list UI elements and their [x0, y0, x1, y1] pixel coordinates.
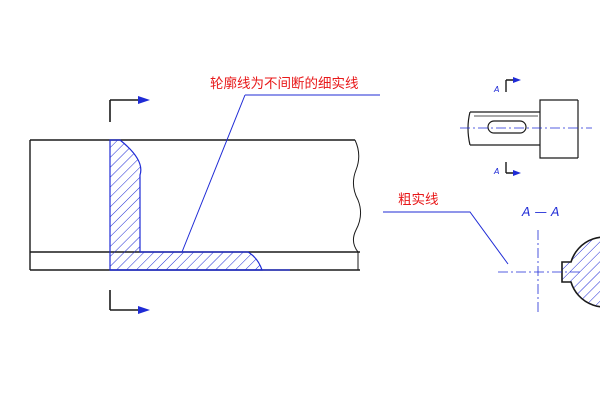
section-circle	[561, 236, 600, 308]
thin-line-leader	[181, 94, 380, 253]
thin-line-label: 轮廓线为不间断的细实线	[210, 75, 359, 92]
small-view: A A	[460, 77, 592, 176]
main-view	[29, 96, 362, 314]
small-cut-bottom	[505, 162, 513, 174]
small-shaft	[467, 99, 579, 159]
cut-arrow-bottom	[138, 306, 150, 314]
section-view	[498, 230, 600, 314]
small-cut-arrow-bottom	[513, 170, 521, 176]
cut-arrow-top	[138, 96, 150, 104]
cut-marker-bottom	[109, 290, 138, 311]
thick-line-leader	[383, 211, 509, 265]
keyway-slot	[487, 120, 527, 134]
cut-marker-top	[109, 99, 138, 122]
small-cut-arrow-top	[513, 77, 521, 83]
small-cut-top	[505, 79, 513, 92]
thick-line-label: 粗实线	[398, 192, 439, 208]
marker-top: A	[493, 85, 499, 94]
shaft-outline	[29, 139, 360, 271]
section-title: A — A	[521, 204, 560, 219]
break-line	[352, 139, 362, 270]
hatched-section	[109, 139, 263, 271]
marker-bottom: A	[493, 167, 499, 176]
